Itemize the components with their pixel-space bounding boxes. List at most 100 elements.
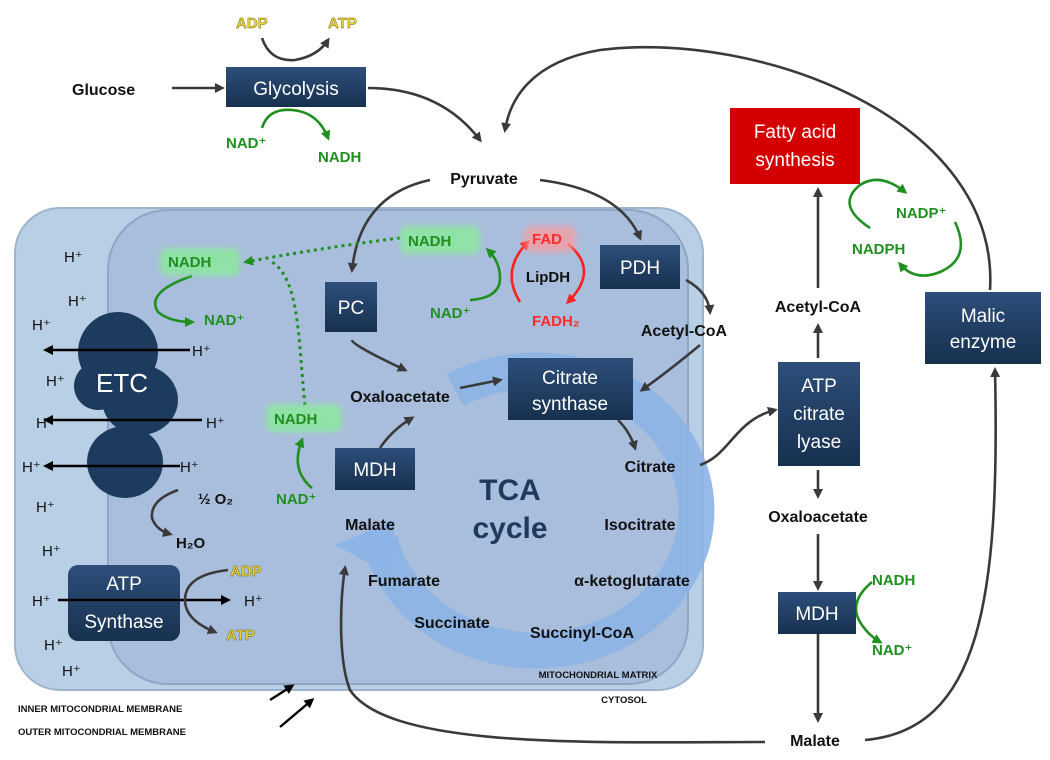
pyruvate-label: Pyruvate [450, 171, 518, 188]
nadh-dotted-to-etc [243, 236, 401, 266]
mdh-cytosol-box [778, 592, 856, 634]
malate-cytosol-label: Malate [790, 733, 840, 750]
pyruvate-to-pc-arrow [347, 178, 431, 273]
pyruvate-to-pdh-arrow [539, 178, 642, 241]
nadh-etc-label: NADH [168, 254, 211, 271]
fadh2-label: FADH₂ [532, 313, 580, 330]
proton-label: H⁺ [42, 543, 61, 560]
malic-enzyme-to-pyruvate-arrow [501, 45, 992, 291]
adp-synthase-label: ADP [230, 563, 262, 580]
nad-etc-label: NAD⁺ [204, 312, 244, 329]
adp-top-label: ADP [236, 15, 268, 32]
malic-enzyme-label-1: Malic [961, 306, 1005, 327]
etc-complex-extra [74, 362, 122, 410]
atp-top-label: ATP [328, 15, 357, 32]
proton-label: H⁺ [192, 343, 211, 360]
adp-atp-arrow [260, 37, 330, 62]
mdh-matrix-label: MDH [353, 460, 396, 481]
fad-label: FAD [532, 231, 562, 248]
mdh-cytosol-label: MDH [795, 604, 838, 625]
glycolysis-box [226, 67, 366, 107]
pc-box [325, 282, 377, 332]
mdh-matrix-box [335, 448, 415, 490]
atp-citrate-lyase-box [778, 362, 860, 466]
proton-label: H⁺ [22, 459, 41, 476]
fatty-acid-label-1: Fatty acid [754, 122, 836, 143]
nad-lipdh-label: NAD⁺ [430, 305, 470, 322]
cytosol-mdh-nadh-arrow [854, 581, 883, 644]
proton-label: H⁺ [46, 373, 65, 390]
nad-nadh-glycolysis-arrow [260, 108, 331, 141]
etc-nadh-to-nad-arrow [153, 274, 195, 327]
nadh-glow-lipdh [400, 226, 480, 254]
proton-label: H⁺ [36, 499, 55, 516]
mdh-to-oxaloacetate-arrow [378, 416, 415, 449]
proton-label: H⁺ [32, 593, 51, 610]
malate-matrix-label: Malate [345, 517, 395, 534]
succinate-label: Succinate [414, 615, 490, 632]
etc-complex-3 [87, 426, 163, 498]
nadph-label: NADPH [852, 241, 905, 258]
fad-glow [524, 226, 576, 252]
pdh-to-acetylcoa-arrow [685, 278, 715, 315]
malate-to-matrix-malate-arrow [338, 565, 766, 744]
alpha-ketoglutarate-label: α-ketoglutarate [574, 573, 690, 590]
citrate-to-atp-citrate-lyase-arrow [699, 406, 778, 467]
lipdh-nad-to-nadh-arrow [469, 247, 502, 302]
etc-label: ETC [96, 368, 148, 398]
glucose-label: Glucose [72, 82, 135, 99]
glycolysis-label: Glycolysis [253, 79, 339, 100]
malic-enzyme-box [925, 292, 1041, 364]
citrate-synthase-to-citrate-arrow [617, 419, 638, 451]
outer-membrane-label: OUTER MITOCONDRIAL MEMBRANE [18, 727, 186, 738]
isocitrate-label: Isocitrate [604, 517, 675, 534]
atp-synthase-box [68, 565, 180, 641]
h2o-label: H₂O [176, 535, 205, 552]
proton-label: H⁺ [44, 637, 63, 654]
inner-membrane-pointer [269, 684, 295, 702]
tca-label-2: cycle [472, 512, 547, 545]
nadh-cytosol-label: NADH [872, 572, 915, 589]
succinyl-coa-label: Succinyl-CoA [530, 625, 634, 642]
nadh-glow-mdh [266, 404, 342, 432]
acl-label-1: ATP [801, 376, 837, 397]
nadp-to-nadph-arrow [898, 221, 963, 277]
nad-cytosol-label: NAD⁺ [872, 642, 912, 659]
acl-label-2: citrate [793, 404, 845, 425]
oxaloacetate-matrix-label: Oxaloacetate [350, 389, 450, 406]
nadp-label: NADP⁺ [896, 205, 946, 222]
mdh-nadh-dotted-to-etc [271, 260, 307, 406]
pc-to-oxaloacetate-arrow [350, 339, 408, 372]
pdh-label: PDH [620, 258, 660, 279]
atp-synthase-label-2: Synthase [84, 612, 163, 633]
proton-label: H⁺ [244, 593, 263, 610]
pdh-box [600, 245, 680, 289]
citrate-synthase-label-2: synthase [532, 394, 608, 415]
atp-synthase-label-1: ATP [106, 574, 142, 595]
proton-label: H⁺ [68, 293, 87, 310]
nadh-glycolysis-label: NADH [318, 149, 361, 166]
malic-enzyme-label-2: enzyme [950, 332, 1017, 353]
nadh-glow-etc [160, 248, 240, 276]
fatty-acid-label-2: synthesis [755, 150, 834, 171]
acetylcoa-cytosol-label: Acetyl-CoA [775, 299, 862, 316]
proton-label: H⁺ [180, 459, 199, 476]
acetylcoa-matrix-label: Acetyl-CoA [641, 323, 728, 340]
mitochondrial-matrix-label: MITOCHONDRIAL MATRIX [539, 670, 658, 681]
proton-label: H⁺ [62, 663, 81, 680]
nad-mdh-label: NAD⁺ [276, 491, 316, 508]
cytosol-label: CYTOSOL [601, 695, 647, 706]
nadh-mdh-label: NADH [274, 411, 317, 428]
tca-label-1: TCA [479, 474, 541, 507]
outer-membrane-pointer [279, 698, 315, 728]
nad-glycolysis-label: NAD⁺ [226, 135, 266, 152]
proton-label: H⁺ [36, 415, 55, 432]
fumarate-label: Fumarate [368, 573, 440, 590]
proton-label: H⁺ [32, 317, 51, 334]
citrate-label: Citrate [625, 459, 676, 476]
nadh-lipdh-label: NADH [408, 233, 451, 250]
oxaloacetate-to-citrate-synthase-arrow [459, 376, 503, 390]
pc-label: PC [338, 298, 364, 319]
atp-synthase-cof-label: ATP [226, 627, 255, 644]
